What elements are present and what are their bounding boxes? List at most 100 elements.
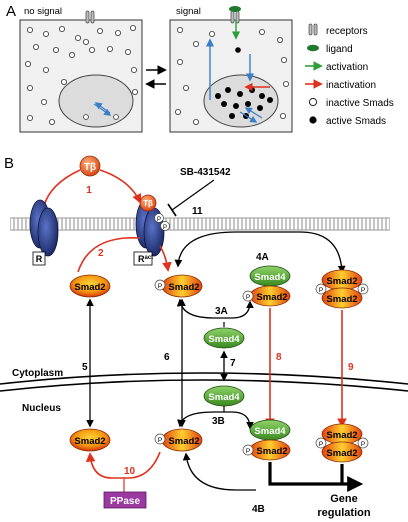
smad2-dimer-nucleus: Smad2 Smad2 P P	[315, 423, 369, 463]
step-3a-label: 3A	[215, 306, 228, 317]
nuclear-shuttle-arrows	[93, 102, 112, 116]
phospho-label: P	[158, 437, 162, 444]
smad2-label: Smad2	[168, 436, 199, 447]
phospho-icon	[154, 279, 166, 291]
smad2-label: Smad2	[256, 446, 287, 457]
step-4b-label: 4B	[252, 504, 265, 515]
phospho-label: P	[157, 217, 161, 223]
active-receptor-icon	[229, 6, 241, 24]
ppase-box: PPase	[103, 491, 147, 509]
panel-b-label: B	[4, 155, 14, 172]
step-1-arrow	[99, 169, 142, 204]
smad2-label: Smad2	[168, 282, 199, 293]
step-10-label: 10	[124, 466, 136, 477]
cell-signal-title: signal	[176, 6, 201, 17]
legend-ligand: ligand	[326, 44, 353, 55]
smad2-label: Smad2	[256, 292, 287, 303]
phospho-icon	[242, 444, 254, 456]
step-11-label: 11	[192, 206, 203, 217]
phospho-label: P	[361, 287, 365, 294]
ppase-label: PPase	[110, 496, 140, 507]
ligand-free-label: Tβ	[84, 162, 96, 173]
active-smads-nucleus	[215, 87, 273, 119]
step-3b-label: 3B	[212, 416, 225, 427]
nucleus-signal	[203, 74, 279, 128]
step-2-arc	[77, 237, 141, 273]
open-circle-icon	[308, 97, 318, 107]
smad4-label: Smad4	[208, 392, 240, 403]
smad4-nucleus: Smad4	[203, 385, 245, 407]
panel-a-label: A	[6, 3, 16, 20]
step-11-inhibition	[167, 179, 215, 217]
ligand-icon	[307, 44, 319, 52]
phospho-icon	[357, 437, 369, 449]
inhibitor-label: SB-431542	[180, 167, 231, 178]
legend-inactive-smads: inactive Smads	[326, 98, 394, 109]
cell-no-signal-title: no signal	[24, 6, 62, 17]
receptor-inactive-label: R	[36, 254, 43, 264]
gene-regulation-arrow	[268, 462, 364, 492]
smad4-label: Smad4	[254, 272, 286, 283]
smad2-label: Smad2	[326, 430, 357, 441]
inactive-smads-cytoplasm-signal	[174, 26, 289, 126]
smad2-nucleus-active: P Smad2	[154, 428, 203, 452]
receptor-inactive: R	[29, 199, 59, 266]
step-4b-arrow	[182, 452, 256, 491]
receptor-active-label: Ract	[138, 254, 153, 264]
phospho-label: P	[158, 283, 162, 290]
inactive-smads-nucleus	[83, 114, 119, 120]
step-7-label: 7	[230, 358, 236, 369]
smad2-label: Smad2	[326, 276, 357, 287]
step-2-arrow	[159, 245, 172, 272]
phospho-label: P	[246, 294, 250, 301]
gene-regulation-label-1: Gene	[330, 493, 358, 505]
ligand-bound	[139, 194, 157, 212]
step-1-label: 1	[86, 185, 92, 196]
phospho-icon	[160, 221, 170, 231]
nuclear-envelope	[0, 372, 408, 392]
smad2-cyto-active: P Smad2	[154, 274, 203, 298]
smad4-label: Smad4	[254, 426, 286, 437]
smad2-label: Smad2	[74, 282, 105, 293]
active-smad-cytoplasm	[235, 47, 241, 53]
legend-active-smads: active Smads	[326, 116, 386, 127]
receptor-icon	[85, 10, 95, 24]
phospho-icon	[315, 283, 327, 295]
phospho-icon	[154, 213, 164, 223]
phospho-icon	[357, 283, 369, 295]
plasma-membrane	[10, 217, 390, 231]
cell-no-signal: no signal	[19, 6, 143, 133]
ligand-bound-label: Tβ	[143, 199, 153, 208]
legend-receptors: receptors	[326, 26, 368, 37]
inactive-smads-cytoplasm	[24, 24, 138, 126]
receptor-icon	[308, 23, 318, 36]
legend-inactivation: inactivation	[326, 80, 376, 91]
nuclear-shuttle-arrows-signal	[239, 107, 263, 123]
smad4-label: Smad4	[208, 334, 240, 345]
nucleus-no-signal	[58, 74, 134, 128]
smad2-label: Smad2	[326, 294, 357, 305]
gene-regulation-label-2: regulation	[317, 507, 370, 519]
smad2-smad4-complex-cyto: Smad4 P Smad2	[242, 265, 291, 307]
step-10-arrow	[85, 451, 161, 479]
legend-activation: activation	[326, 62, 368, 73]
step-9-label: 9	[348, 362, 354, 373]
phospho-label: P	[163, 225, 167, 231]
phospho-label: P	[361, 441, 365, 448]
ligand-free: Tβ	[79, 155, 101, 177]
smad2-cyto-inactive: Smad2	[69, 274, 111, 298]
step-8-label: 8	[276, 352, 282, 363]
phospho-icon	[154, 433, 166, 445]
step-6-label: 6	[164, 352, 170, 363]
smad2-label: Smad2	[326, 448, 357, 459]
phospho-icon	[315, 437, 327, 449]
nucleus-label: Nucleus	[22, 403, 61, 414]
smad2-dimer-cyto: Smad2 Smad2 P P	[315, 269, 369, 309]
smad4-cyto: Smad4	[203, 327, 245, 349]
step-4a-label: 4A	[256, 252, 269, 263]
smad2-nucleus-inactive: Smad2	[69, 428, 111, 452]
receptor-active: Tβ P P Ract	[133, 194, 170, 266]
filled-circle-icon	[309, 116, 317, 124]
phospho-label: P	[319, 441, 323, 448]
